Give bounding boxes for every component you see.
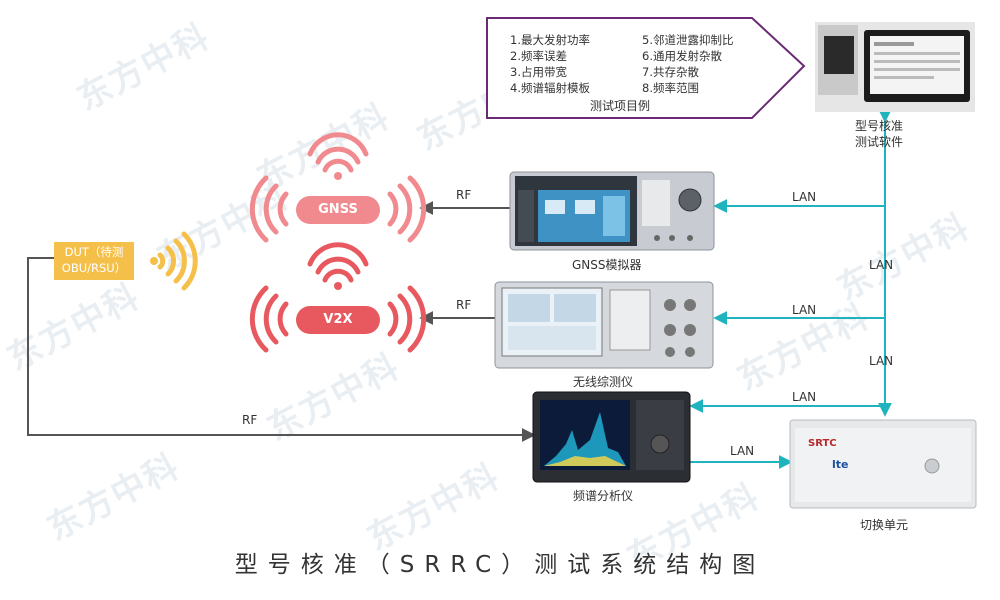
software-label: 型号核准 测试软件 xyxy=(855,119,904,149)
gnss-simulator-label: GNSS模拟器 xyxy=(572,258,642,272)
v2x-signal-icon xyxy=(249,242,427,353)
v2x-signal-dot xyxy=(334,282,342,290)
v2x-node: V2X xyxy=(296,306,380,334)
radio-tester-image xyxy=(494,281,714,369)
test-item: 1.最大发射功率 xyxy=(510,33,590,47)
spectrum-analyzer-label: 频谱分析仪 xyxy=(573,489,634,503)
dut-signal-icon xyxy=(157,231,198,291)
switch-logo: lte xyxy=(832,458,849,471)
rf-line-dut-spectrum xyxy=(27,257,536,442)
rf-label: RF xyxy=(456,298,472,312)
lan-label: LAN xyxy=(869,354,894,368)
switch-brand: SRTC xyxy=(808,438,837,449)
gnss-simulator-image xyxy=(509,171,715,251)
radio-tester-label: 无线综测仪 xyxy=(573,375,634,389)
test-item: 5.邻道泄露抑制比 xyxy=(642,33,734,47)
test-item: 2.频率误差 xyxy=(510,49,567,63)
gnss-node: GNSS xyxy=(296,196,380,224)
test-item: 3.占用带宽 xyxy=(510,65,567,79)
test-item: 8.频率范围 xyxy=(642,81,699,95)
software-monitor-image xyxy=(815,22,975,112)
spectrum-analyzer-image xyxy=(532,391,691,483)
lan-label: LAN xyxy=(730,444,755,458)
rf-label: RF xyxy=(242,413,258,427)
diagram-title: 型号核准（SRRC）测试系统结构图 xyxy=(234,552,766,578)
dut-signal-dot xyxy=(150,257,158,265)
test-item: 7.共存杂散 xyxy=(642,65,699,79)
lan-label: LAN xyxy=(792,390,817,404)
gnss-signal-icon xyxy=(249,132,427,243)
dut-box: DUT（待测 OBU/RSU） xyxy=(54,242,134,280)
test-items-box xyxy=(486,17,806,119)
test-items-caption: 测试项目例 xyxy=(590,99,651,113)
test-item: 6.通用发射杂散 xyxy=(642,49,722,63)
lan-label: LAN xyxy=(792,303,817,317)
switch-unit-label: 切换单元 xyxy=(860,518,909,532)
switch-unit-image xyxy=(789,419,977,509)
test-item: 4.频谱辐射模板 xyxy=(510,81,590,95)
lan-label: LAN xyxy=(792,190,817,204)
rf-label: RF xyxy=(456,188,472,202)
lan-label: LAN xyxy=(869,258,894,272)
gnss-signal-dot xyxy=(334,172,342,180)
